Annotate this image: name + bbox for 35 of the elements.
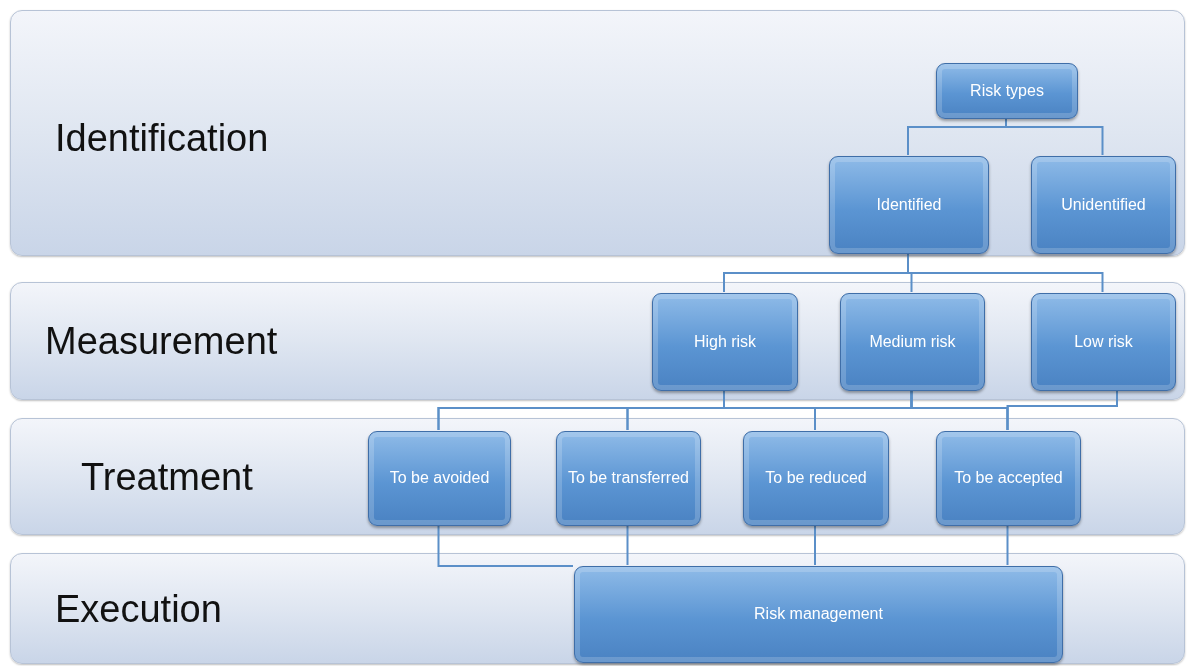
stage-label: Execution (55, 587, 222, 631)
connector-line (1006, 524, 1009, 566)
process-box (743, 431, 889, 526)
process-box (936, 63, 1078, 119)
box-label: High risk (692, 331, 758, 352)
stage-band (10, 553, 1185, 664)
box-label: To be transferred (567, 468, 690, 489)
stage-label: Measurement (45, 319, 278, 363)
box-label: Identified (875, 194, 943, 215)
box-label: Risk types (969, 80, 1045, 101)
process-box (1031, 156, 1176, 254)
box-label: To be avoided (388, 468, 491, 489)
connector-line (626, 524, 629, 566)
box-label: Low risk (1073, 331, 1134, 352)
stage-label: Identification (55, 116, 269, 160)
box-label: To be accepted (953, 468, 1064, 489)
box-label: Risk management (753, 604, 884, 625)
stage-label: Treatment (81, 455, 253, 499)
process-box (368, 431, 511, 526)
process-box (556, 431, 701, 526)
box-label: Medium risk (868, 331, 957, 352)
connector-line (814, 524, 816, 566)
box-label: Unidentified (1060, 194, 1147, 215)
stage-band (10, 418, 1185, 535)
process-box (829, 156, 989, 254)
process-box (574, 566, 1063, 663)
process-box (1031, 293, 1176, 391)
box-label: To be reduced (764, 468, 868, 489)
connector-line (437, 524, 574, 567)
process-box (936, 431, 1081, 526)
process-box (840, 293, 985, 391)
connector-line (1006, 389, 1118, 431)
stage-band (10, 10, 1185, 256)
process-box (652, 293, 798, 391)
stage-band (10, 282, 1185, 400)
